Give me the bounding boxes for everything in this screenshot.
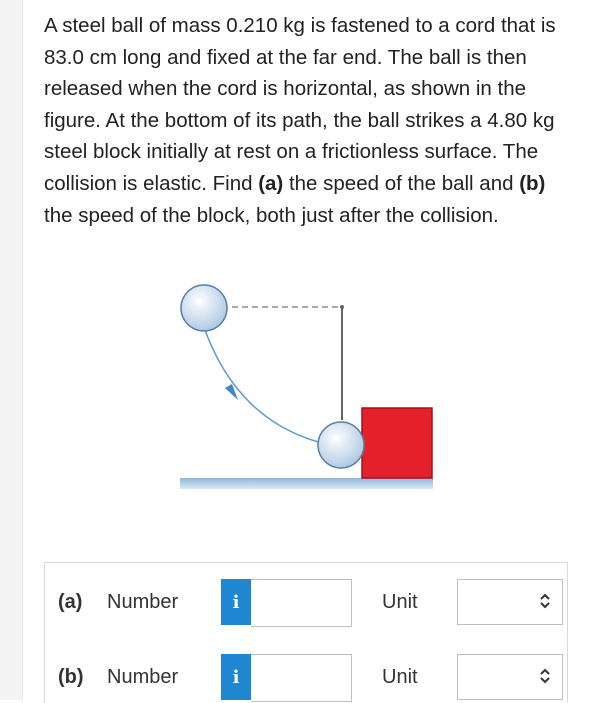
unit-label-a: Unit [382, 591, 418, 613]
question-text-middle: the speed of the ball and [283, 171, 520, 195]
unit-label-b: Unit [382, 666, 418, 688]
chevron-up-down-icon [540, 668, 550, 684]
answer-row-b: (b) Number i Unit [45, 654, 567, 702]
question-text-end: the speed of the block, both just after … [44, 203, 499, 227]
swing-direction-arrow-icon [225, 384, 238, 400]
unit-select-a[interactable] [457, 579, 563, 625]
chevron-up-down-icon [540, 593, 550, 609]
answer-panel: (a) Number i Unit (b) Number i Unit [44, 562, 568, 703]
ball-bottom-position [317, 421, 365, 469]
info-button-a[interactable]: i [221, 579, 251, 625]
number-input-b[interactable] [251, 654, 352, 702]
part-b-marker: (b) [519, 171, 546, 195]
ball-start-position [180, 284, 228, 332]
number-input-a[interactable] [251, 579, 352, 627]
answer-row-a: (a) Number i Unit [45, 579, 567, 627]
number-label-b: Number [107, 666, 179, 688]
number-label-a: Number [107, 591, 179, 613]
swing-path-arc [204, 329, 331, 446]
page-margin [0, 0, 23, 700]
info-button-b[interactable]: i [221, 654, 251, 700]
steel-block [361, 407, 433, 479]
question-text: A steel ball of mass 0.210 kg is fastene… [44, 10, 574, 231]
pendulum-figure [180, 284, 433, 489]
question-text-intro: A steel ball of mass 0.210 kg is fastene… [44, 14, 556, 195]
part-a-label: (a) [58, 591, 83, 613]
part-b-label: (b) [58, 666, 84, 688]
pivot-point [340, 305, 344, 309]
part-a-marker: (a) [258, 171, 284, 195]
unit-select-b[interactable] [457, 654, 563, 700]
surface [180, 478, 433, 489]
